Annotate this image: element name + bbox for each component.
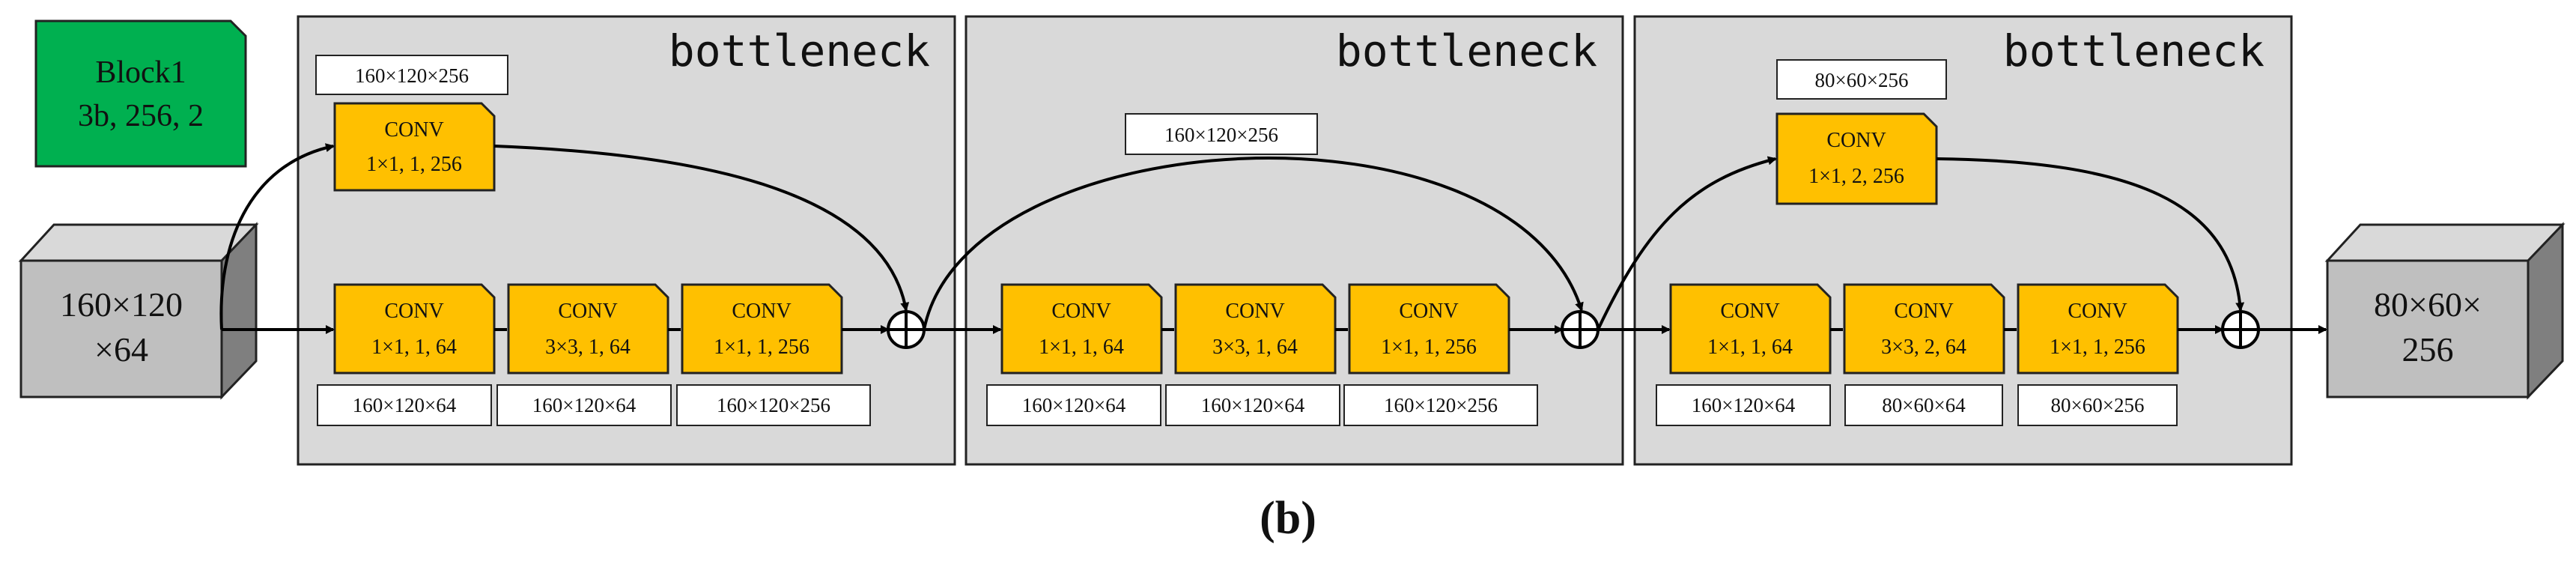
arrow-skip-bottleneck-2 [923,157,1584,330]
conv-1-3-dim-text: 160×120×256 [717,394,830,416]
conv-1-2-params: 3×3, 1, 64 [545,336,631,359]
conv-1-2-dim [496,384,672,426]
input-tensor-cube [18,222,259,400]
conv-1-1-name: CONV [384,300,443,323]
output-tensor-cube [2324,222,2566,400]
conv-2-2-params: 3×3, 1, 64 [1212,336,1298,359]
output-tensor-dims-line2: 256 [2402,330,2454,369]
shortcut-dim-text-1: 160×120×256 [355,64,469,87]
conv-3-3 [2017,283,2179,375]
arrow-shortcut-conv-3-to-add-3 [1936,157,2245,312]
shortcut-dim-label-2 [1125,113,1318,155]
conv-3-3-dim-text: 80×60×256 [2051,394,2145,416]
conv-1-2 [507,283,669,375]
shortcut-dim-label-3 [1776,59,1947,100]
conv-2-1-dim-text: 160×120×64 [1022,394,1126,416]
input-tensor-dims-line1: 160×120 [60,285,183,324]
shortcut-conv-1-params: 1×1, 1, 256 [366,153,462,176]
conv-3-2 [1843,283,2005,375]
shortcut-conv-1-name: CONV [384,118,443,142]
conv-1-3 [681,283,843,375]
conv-2-2-name: CONV [1225,300,1284,323]
conv-3-1-name: CONV [1720,300,1779,323]
shortcut-dim-label-1 [315,55,508,95]
shortcut-dim-text-2: 160×120×256 [1164,124,1278,146]
conv-3-2-dim-text: 80×60×64 [1882,394,1966,416]
conv-2-1-dim [986,384,1161,426]
shortcut-conv-3-params: 1×1, 2, 256 [1808,165,1904,188]
add-node-1 [887,310,926,349]
conv-1-2-dim-text: 160×120×64 [532,394,637,416]
conv-3-3-name: CONV [2068,300,2127,323]
input-tensor-dims-line2: ×64 [94,330,148,369]
bottleneck-title-2: bottleneck [1336,25,1597,76]
figure-caption: (b) [1260,493,1316,544]
conv-3-2-params: 3×3, 2, 64 [1881,336,1966,359]
conv-1-3-dim [676,384,871,426]
conv-3-1-dim-text: 160×120×64 [1692,394,1796,416]
output-tensor-dims-line1: 80×60× [2374,285,2482,324]
conv-2-3-dim [1343,384,1538,426]
add-node-3 [2221,310,2260,349]
conv-2-2 [1174,283,1337,375]
conv-3-1 [1669,283,1832,375]
conv-2-1-params: 1×1, 1, 64 [1039,336,1124,359]
conv-1-1 [333,283,496,375]
conv-2-3-name: CONV [1399,300,1458,323]
conv-3-2-name: CONV [1894,300,1953,323]
legend-label-line2: 3b, 256, 2 [78,99,204,133]
conv-2-2-dim-text: 160×120×64 [1201,394,1305,416]
conv-1-3-name: CONV [732,300,791,323]
shortcut-conv-3-name: CONV [1826,129,1886,152]
conv-3-1-params: 1×1, 1, 64 [1707,336,1793,359]
bottleneck-title-3: bottleneck [2003,25,2264,76]
conv-3-1-dim [1656,384,1831,426]
arrow-add-2-to-shortcut-conv-3 [1597,156,1777,330]
conv-1-1-dim-text: 160×120×64 [353,394,457,416]
legend-block [34,19,247,168]
conv-2-1-name: CONV [1051,300,1111,323]
arrow-shortcut-conv-1-to-add-1 [493,145,910,312]
bottleneck-title-1: bottleneck [669,25,930,76]
conv-2-3 [1348,283,1510,375]
arrow-input-to-shortcut-conv-1 [219,143,335,330]
connections [219,143,2327,334]
conv-3-3-params: 1×1, 1, 256 [2050,336,2145,359]
conv-1-1-dim [317,384,492,426]
shortcut-conv-1 [333,102,496,192]
conv-2-3-params: 1×1, 1, 256 [1381,336,1477,359]
conv-1-3-params: 1×1, 1, 256 [714,336,809,359]
conv-1-1-params: 1×1, 1, 64 [371,336,457,359]
conv-1-2-name: CONV [558,300,617,323]
conv-3-2-dim [1844,384,2003,426]
shortcut-conv-3 [1775,112,1938,205]
shortcut-dim-text-3: 80×60×256 [1815,69,1909,91]
conv-2-1 [1000,283,1163,375]
legend-label-line1: Block1 [95,55,186,90]
conv-2-3-dim-text: 160×120×256 [1384,394,1498,416]
conv-3-3-dim [2017,384,2178,426]
conv-2-2-dim [1165,384,1340,426]
add-node-2 [1561,310,1600,349]
